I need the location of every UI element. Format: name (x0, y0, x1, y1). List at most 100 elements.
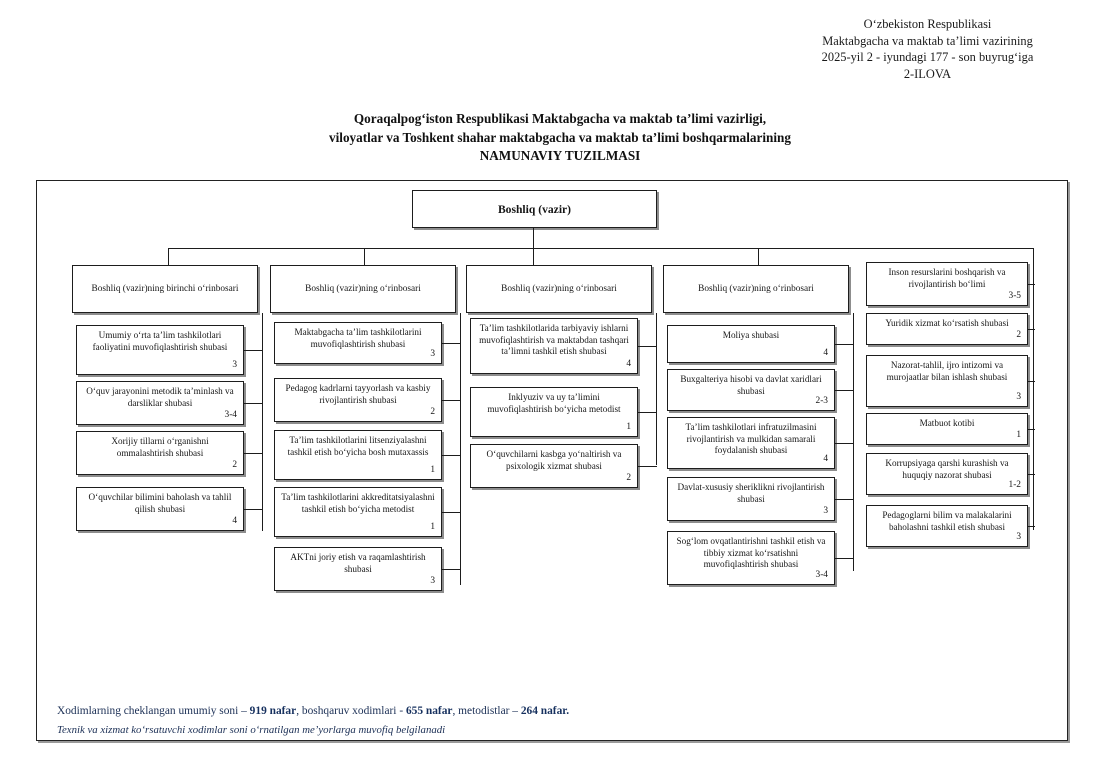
node-c4-i0-count: 4 (823, 348, 828, 359)
node-c1-i0[interactable]: Umumiy o‘rta ta’lim tashkilotlari faoliy… (76, 325, 244, 375)
stub-c1-i3 (244, 509, 263, 511)
node-c5-i0[interactable]: Inson resurslarini boshqarish va rivojla… (866, 262, 1028, 306)
node-c5-i3-label: Matbuot kotibi (919, 418, 975, 428)
node-root[interactable]: Boshliq (vazir) (412, 190, 657, 228)
node-c4-i2[interactable]: Ta’lim tashkilotlari infratuzilmasini ri… (667, 417, 835, 469)
node-c3-i0-count: 4 (626, 359, 631, 370)
footer-total-staff: 919 nafar (249, 705, 297, 717)
node-c1-i2[interactable]: Xorijiy tillarni o‘rganishni ommalashtir… (76, 431, 244, 475)
footer-mid-1: , boshqaruv xodimlari - (296, 705, 406, 717)
node-deputy-head-2[interactable]: Boshliq (vazir)ning o‘rinbosari (270, 265, 456, 313)
stub-c4-i1 (835, 390, 854, 392)
stub-c1-i1 (244, 403, 263, 405)
node-c3-i1[interactable]: Inklyuziv va uy ta’limini muvofiqlashtir… (470, 387, 638, 437)
node-c2-i1[interactable]: Pedagog kadrlarni tayyorlash va kasbiy r… (274, 378, 442, 422)
node-c3-i0-label: Ta’lim tashkilotlarida tarbiyaviy ishlar… (479, 323, 629, 357)
node-c4-i0-label: Moliya shubasi (722, 330, 780, 340)
node-deputy-head-1[interactable]: Boshliq (vazir)ning birinchi o‘rinbosari (72, 265, 258, 313)
node-c4-i4-count: 3-4 (815, 570, 829, 581)
node-c5-i2[interactable]: Nazorat-tahlil, ijro intizomi va murojaa… (866, 355, 1028, 407)
stub-c5-i3 (1028, 429, 1035, 431)
node-c5-i4-count: 1-2 (1008, 480, 1022, 491)
stub-c5-i4 (1028, 474, 1035, 476)
document-header-annex: 2-ILOVA (903, 67, 952, 82)
connector-drop-col-4 (758, 248, 760, 265)
node-c2-i0-count: 3 (430, 349, 435, 360)
stub-c4-i2 (835, 443, 854, 445)
stub-c3-i1 (638, 412, 657, 414)
stub-c1-i0 (244, 350, 263, 352)
node-c5-i3[interactable]: Matbuot kotibi 1 (866, 413, 1028, 445)
stub-c4-i4 (835, 558, 854, 560)
node-root-label: Boshliq (vazir) (497, 202, 572, 216)
stub-c5-i5 (1028, 526, 1035, 528)
stub-c5-i2 (1028, 381, 1035, 383)
node-c2-i2[interactable]: Ta’lim tashkilotlarini litsenziyalashni … (274, 430, 442, 480)
spine-col-2 (460, 313, 462, 585)
node-c2-i3-count: 1 (430, 522, 435, 533)
node-c1-i1[interactable]: O‘quv jarayonini metodik ta’minlash va d… (76, 381, 244, 425)
page-title-line-2: viloyatlar va Toshkent shahar maktabgach… (329, 129, 791, 145)
node-c4-i1-count: 2-3 (815, 396, 829, 407)
node-c5-i1[interactable]: Yuridik xizmat ko‘rsatish shubasi 2 (866, 313, 1028, 345)
stub-c1-i2 (244, 453, 263, 455)
connector-drop-col-1 (168, 248, 170, 265)
node-deputy-head-3-label: Boshliq (vazir)ning o‘rinbosari (501, 284, 617, 295)
document-header: O‘zbekiston Respublikasi Maktabgacha va … (760, 16, 1095, 83)
node-c5-i2-count: 3 (1016, 392, 1021, 403)
node-deputy-head-4[interactable]: Boshliq (vazir)ning o‘rinbosari (663, 265, 849, 313)
connector-root-stem (533, 228, 535, 248)
node-c2-i4-count: 3 (430, 576, 435, 587)
node-c4-i4[interactable]: Sog‘lom ovqatlantirishni tashkil etish v… (667, 531, 835, 585)
node-c5-i5[interactable]: Pedagoglarni bilim va malakalarini bahol… (866, 505, 1028, 547)
node-c5-i4-label: Korrupsiyaga qarshi kurashish va huquqiy… (885, 458, 1009, 480)
node-c4-i0[interactable]: Moliya shubasi 4 (667, 325, 835, 363)
node-deputy-head-4-label: Boshliq (vazir)ning o‘rinbosari (698, 284, 814, 295)
node-c5-i1-count: 2 (1016, 330, 1021, 341)
node-c5-i4[interactable]: Korrupsiyaga qarshi kurashish va huquqiy… (866, 453, 1028, 495)
page-title: Qoraqalpog‘iston Respublikasi Maktabgach… (160, 110, 960, 166)
node-c3-i0[interactable]: Ta’lim tashkilotlarida tarbiyaviy ishlar… (470, 318, 638, 374)
node-c2-i0[interactable]: Maktabgacha ta’lim tashkilotlarini muvof… (274, 322, 442, 364)
stub-c2-i3 (442, 512, 461, 514)
stub-c5-i0 (1028, 284, 1035, 286)
node-c4-i4-label: Sog‘lom ovqatlantirishni tashkil etish v… (676, 536, 826, 570)
node-deputy-head-3[interactable]: Boshliq (vazir)ning o‘rinbosari (466, 265, 652, 313)
node-deputy-head-1-label: Boshliq (vazir)ning birinchi o‘rinbosari (91, 284, 239, 295)
node-c5-i0-label: Inson resurslarini boshqarish va rivojla… (888, 267, 1006, 289)
connector-drop-col-2 (364, 248, 366, 265)
connector-drop-col-3 (533, 248, 535, 265)
footer-management-staff: 655 nafar (405, 705, 453, 717)
node-c2-i3[interactable]: Ta’lim tashkilotlarini akkreditatsiyalas… (274, 487, 442, 537)
document-header-line-1: O‘zbekiston Respublikasi (863, 17, 992, 31)
document-header-line-3: 2025-yil 2 - iyundagi 177 - son buyrug‘i… (821, 50, 1034, 65)
node-c3-i1-count: 1 (626, 422, 631, 433)
node-c5-i5-label: Pedagoglarni bilim va malakalarini bahol… (882, 510, 1012, 532)
connector-drop-col-5 (1033, 248, 1035, 265)
node-c3-i2-label: O‘quvchilarni kasbga yo‘naltirish va psi… (486, 449, 622, 471)
node-c4-i3[interactable]: Davlat-xususiy sheriklikni rivojlantiris… (667, 477, 835, 521)
node-c1-i0-count: 3 (232, 360, 237, 371)
node-c2-i2-count: 1 (430, 465, 435, 476)
node-c4-i1-label: Buxgalteriya hisobi va davlat xaridlari … (680, 374, 822, 396)
node-c1-i2-count: 2 (232, 460, 237, 471)
node-c5-i5-count: 3 (1016, 532, 1021, 543)
node-c2-i1-count: 2 (430, 407, 435, 418)
stub-c3-i0 (638, 346, 657, 348)
node-c4-i3-count: 3 (823, 506, 828, 517)
node-c2-i4[interactable]: AKTni joriy etish va raqamlashtirish shu… (274, 547, 442, 591)
node-c1-i2-label: Xorijiy tillarni o‘rganishni ommalashtir… (111, 436, 209, 458)
node-c4-i1[interactable]: Buxgalteriya hisobi va davlat xaridlari … (667, 369, 835, 411)
node-c3-i2[interactable]: O‘quvchilarni kasbga yo‘naltirish va psi… (470, 444, 638, 488)
page-title-line-3: NAMUNAVIY TUZILMASI (479, 148, 641, 164)
stub-c2-i2 (442, 455, 461, 457)
node-c2-i0-label: Maktabgacha ta’lim tashkilotlarini muvof… (294, 327, 422, 349)
stub-c2-i1 (442, 400, 461, 402)
footer-methodists: 264 nafar. (520, 705, 570, 717)
node-c5-i3-count: 1 (1016, 430, 1021, 441)
footer-prefix: Xodimlarning cheklangan umumiy soni – (57, 705, 250, 717)
node-c1-i1-label: O‘quv jarayonini metodik ta’minlash va d… (86, 386, 234, 408)
node-c1-i3[interactable]: O‘quvchilar bilimini baholash va tahlil … (76, 487, 244, 531)
footer-note: Texnik va xizmat ko‘rsatuvchi xodimlar s… (57, 724, 446, 737)
node-deputy-head-2-label: Boshliq (vazir)ning o‘rinbosari (305, 284, 421, 295)
